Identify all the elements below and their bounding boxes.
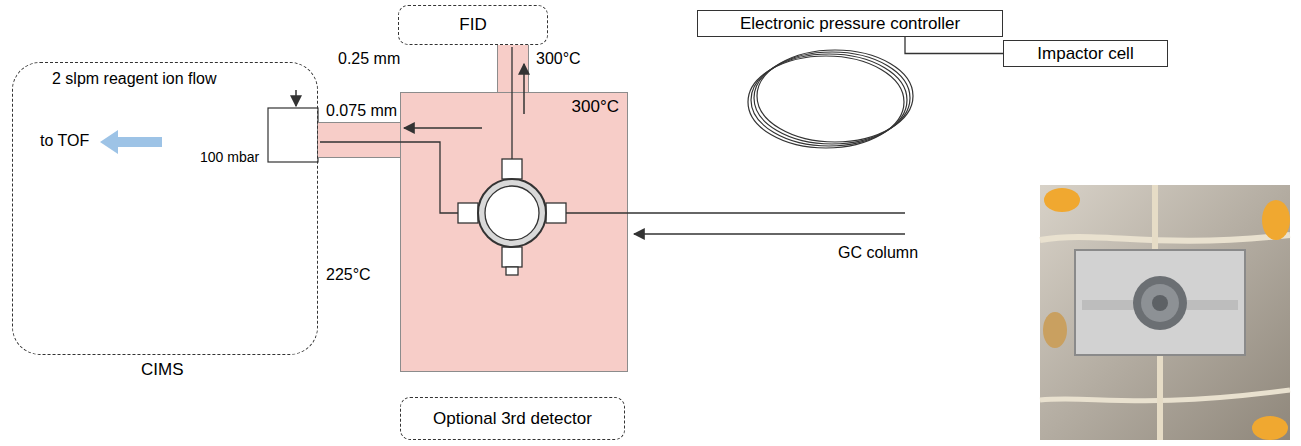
annotation-label: 2 slpm reagent ion flow xyxy=(52,70,217,88)
cims-region: CIMS xyxy=(12,62,318,355)
inlet-box xyxy=(268,108,318,162)
valve-symbol xyxy=(458,159,566,275)
annotation-label: 0.075 mm xyxy=(326,102,397,120)
impactor-box: Impactor cell xyxy=(1003,40,1168,67)
photo xyxy=(1040,185,1290,440)
annotation-label: to TOF xyxy=(40,132,89,150)
node-text: Optional 3rd detector xyxy=(433,409,592,429)
annotation-label: 300°C xyxy=(536,50,581,68)
detector-box: FID xyxy=(398,5,548,45)
annotation-label: 225°C xyxy=(326,266,371,284)
flow-arrow xyxy=(634,233,905,235)
annotation-label: GC column xyxy=(838,244,918,262)
flow-arrow xyxy=(404,127,482,129)
node-text: FID xyxy=(459,15,486,35)
annotation-label: 100 mbar xyxy=(200,149,259,165)
capillary-line xyxy=(320,142,458,213)
tof-arrow xyxy=(100,130,162,154)
node-text: CIMS xyxy=(141,360,184,380)
transfer-line xyxy=(513,45,514,92)
node-text: Electronic pressure controller xyxy=(740,14,960,34)
node-text: Impactor cell xyxy=(1037,44,1133,64)
connector-line xyxy=(905,37,1003,54)
detector-box: Optional 3rd detector xyxy=(400,397,625,440)
controller-box: Electronic pressure controller xyxy=(697,10,1003,37)
annotation-label: 0.25 mm xyxy=(338,50,400,68)
flow-arrow xyxy=(523,64,525,114)
reagent-arrow xyxy=(295,90,297,106)
transfer-line xyxy=(318,140,400,141)
node-text: 300°C xyxy=(572,97,619,117)
column-line xyxy=(566,212,905,213)
capillary-line xyxy=(511,47,512,159)
gc-column-coil xyxy=(748,50,913,148)
heated-block: 300°C xyxy=(400,92,628,372)
